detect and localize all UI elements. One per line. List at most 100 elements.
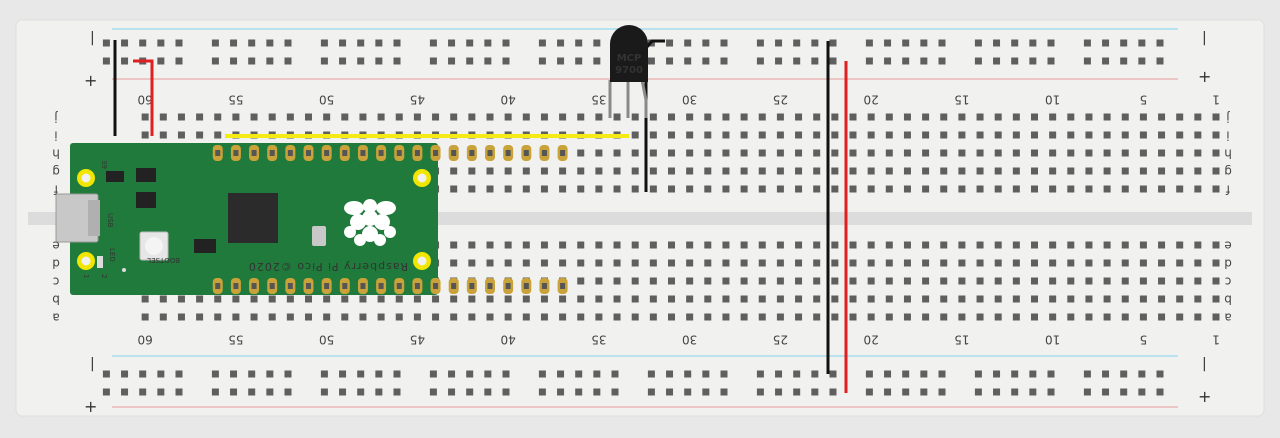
breadboard-hole (1121, 149, 1129, 157)
breadboard-hole (432, 313, 440, 321)
breadboard-hole (722, 167, 730, 175)
rail-hole (1102, 57, 1110, 65)
breadboard-hole (649, 113, 657, 121)
breadboard-hole (668, 185, 675, 193)
rail-hole (157, 39, 165, 47)
breadboard-hole (577, 241, 585, 249)
breadboard-hole (1139, 259, 1147, 267)
wire-black-sensor[interactable] (644, 39, 665, 192)
rail-hole (611, 388, 619, 396)
breadboard-hole (813, 313, 821, 321)
breadboard-hole (831, 277, 839, 285)
rail-hole (429, 370, 437, 378)
breadboard-hole (1176, 313, 1184, 321)
breadboard-hole (958, 167, 966, 175)
breadboard-hole (250, 295, 258, 303)
breadboard-hole (740, 131, 748, 139)
rail-hole (466, 388, 474, 396)
rail-hole (175, 388, 183, 396)
breadboard-hole (540, 113, 548, 121)
breadboard-hole (1085, 295, 1093, 303)
breadboard-hole (486, 241, 494, 249)
breadboard-hole (595, 295, 603, 303)
breadboard-hole (976, 185, 984, 193)
breadboard-hole (867, 313, 875, 321)
breadboard-hole (722, 131, 730, 139)
breadboard-hole (1103, 113, 1111, 121)
breadboard-hole (649, 313, 657, 321)
breadboard-hole (1158, 113, 1166, 121)
rail-hole (139, 39, 147, 47)
rail-hole (1138, 39, 1146, 47)
breadboard-hole (1158, 295, 1166, 303)
rail-hole (538, 370, 546, 378)
rail-hole (1011, 370, 1019, 378)
breadboard-hole (1031, 185, 1038, 193)
breadboard-hole (1049, 295, 1057, 303)
rail-hole (775, 39, 783, 47)
pin-1-label: 1 (82, 274, 90, 278)
breadboard-hole (141, 131, 149, 139)
breadboard-hole (196, 113, 204, 121)
rail-hole (611, 370, 619, 378)
breadboard-hole (849, 131, 857, 139)
row-label-right: d (1224, 257, 1232, 271)
breadboard-hole (940, 241, 948, 249)
breadboard-hole (740, 241, 748, 249)
breadboard-hole (1194, 185, 1202, 193)
breadboard-hole (940, 313, 948, 321)
breadboard-hole (268, 295, 276, 303)
breadboard-hole (740, 313, 748, 321)
rail-hole (974, 388, 982, 396)
breadboard-hole (795, 167, 803, 175)
breadboard-hole (958, 113, 966, 121)
pico-pin-hole (251, 150, 257, 156)
breadboard-hole (1212, 113, 1220, 121)
breadboard-hole (377, 295, 385, 303)
breadboard-hole (958, 313, 966, 321)
breadboard-hole (1103, 295, 1111, 303)
breadboard-hole (758, 149, 766, 157)
breadboard-hole (776, 259, 784, 267)
rail-hole (575, 370, 583, 378)
breadboard-hole (885, 185, 893, 193)
breadboard-hole (722, 277, 730, 285)
breadboard-hole (668, 295, 675, 303)
rail-hole (284, 39, 292, 47)
breadboard-hole (922, 277, 930, 285)
breadboard-hole (341, 313, 349, 321)
breadboard-hole (522, 313, 530, 321)
breadboard-hole (540, 185, 548, 193)
rail-hole (1011, 57, 1019, 65)
rail-hole (793, 39, 801, 47)
rail-hole (884, 39, 892, 47)
column-number-label: 15 (954, 93, 969, 107)
rail-hole (902, 370, 910, 378)
rail-hole (284, 57, 292, 65)
breadboard-hole (849, 241, 857, 249)
column-number-label: 5 (1140, 93, 1148, 107)
breadboard-hole (1139, 277, 1147, 285)
breadboard-hole (613, 241, 621, 249)
breadboard-hole (522, 241, 530, 249)
rail-hole (375, 39, 383, 47)
rail-hole (1083, 39, 1091, 47)
rail-hole (756, 39, 764, 47)
breadboard-hole (994, 185, 1002, 193)
rail-hole (1156, 388, 1164, 396)
rail-hole (1029, 370, 1037, 378)
breadboard-hole (922, 131, 930, 139)
wire-red-left[interactable] (133, 59, 154, 136)
rail-hole (1047, 388, 1055, 396)
mcp9700-sensor[interactable]: MCP 9700 (608, 25, 648, 118)
rail-hole (211, 39, 219, 47)
breadboard-hole (1103, 259, 1111, 267)
breadboard-hole (649, 295, 657, 303)
rail-hole (902, 57, 910, 65)
pico-pads (212, 145, 568, 294)
top-rail-plus-right: + (1198, 67, 1211, 86)
breadboard-hole (1121, 313, 1129, 321)
column-number-label: 55 (228, 93, 243, 107)
breadboard-hole (1067, 313, 1075, 321)
breadboard-hole (1012, 149, 1020, 157)
